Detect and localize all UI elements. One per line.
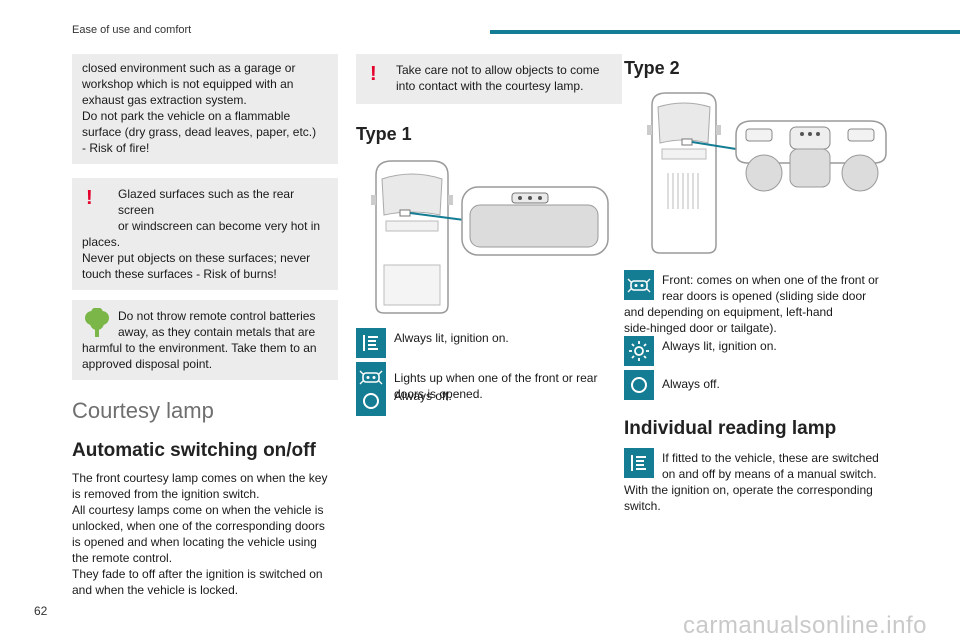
auto-switching-text: The front courtesy lamp comes on when th… <box>72 471 328 597</box>
header-accent-bar <box>490 30 960 34</box>
eco-box-batteries: Do not throw remote control batteries aw… <box>72 300 338 380</box>
reading-lamp-item: If fitted to the vehicle, these are swit… <box>624 448 890 514</box>
type1-doors-text: Lights up when one of the front or rear … <box>394 371 598 401</box>
column-middle: ! Take care not to allow objects to come… <box>356 54 622 418</box>
type2-item-off: Always off. <box>624 370 890 402</box>
warning-box-glazed: ! Glazed surfaces such as the rear scree… <box>72 178 338 290</box>
running-header: Ease of use and comfort <box>72 24 192 36</box>
type2-off-text: Always off. <box>662 377 720 391</box>
eco-tree-icon <box>85 308 109 337</box>
watermark: carmanualsonline.info <box>683 612 927 639</box>
warning-icon: ! <box>370 63 377 85</box>
type2-item-lit: Always lit, ignition on. <box>624 336 890 368</box>
column-right: Type 2 Front: comes on when <box>624 54 890 514</box>
subsection-title-auto: Automatic switching on/off <box>72 440 316 461</box>
column-left: closed environment such as a garage or w… <box>72 54 338 598</box>
warning-box-courtesy: ! Take care not to allow objects to come… <box>356 54 622 104</box>
page-number: 62 <box>34 604 48 618</box>
type2-front-text-rest: and depending on equipment, left-hand si… <box>624 305 833 335</box>
info-box-exhaust: closed environment such as a garage or w… <box>72 54 338 164</box>
glazed-warning-rest: places. Never put objects on these surfa… <box>82 235 311 281</box>
reading-text-rest: With the ignition on, operate the corres… <box>624 483 873 513</box>
type1-lit-text: Always lit, ignition on. <box>394 331 509 345</box>
battery-text-rest: harmful to the environment. Take them to… <box>82 341 317 371</box>
type2-front-text-first: Front: comes on when one of the front or… <box>662 273 879 303</box>
type2-title: Type 2 <box>624 58 680 78</box>
type1-lamp-illustration <box>371 160 609 314</box>
reading-text-first: If fitted to the vehicle, these are swit… <box>662 451 879 481</box>
type2-lamp-illustration <box>647 92 887 254</box>
lamp-off-icon <box>356 386 386 416</box>
exhaust-warning-text: closed environment such as a garage or w… <box>82 61 317 155</box>
type1-off-text: Always off. <box>394 389 452 403</box>
type1-item-lit: Always lit, ignition on. <box>356 328 622 360</box>
type2-lit-text: Always lit, ignition on. <box>662 339 777 353</box>
glazed-warning-first: Glazed surfaces such as the rear screen … <box>118 187 321 233</box>
lamp-on-icon <box>624 448 654 478</box>
subsection-title-reading: Individual reading lamp <box>624 418 837 439</box>
type1-item-off: Always off. <box>356 386 622 418</box>
courtesy-warning-text: Take care not to allow objects to come i… <box>396 63 600 93</box>
battery-text-first: Do not throw remote control batteries aw… <box>118 309 316 339</box>
door-lamp-icon <box>624 270 654 300</box>
sun-lamp-icon <box>624 336 654 366</box>
type1-title: Type 1 <box>356 124 412 144</box>
section-title: Courtesy lamp <box>72 398 214 423</box>
lamp-on-icon <box>356 328 386 358</box>
lamp-off-icon <box>624 370 654 400</box>
type2-item-front: Front: comes on when one of the front or… <box>624 270 890 336</box>
warning-icon: ! <box>86 187 93 209</box>
